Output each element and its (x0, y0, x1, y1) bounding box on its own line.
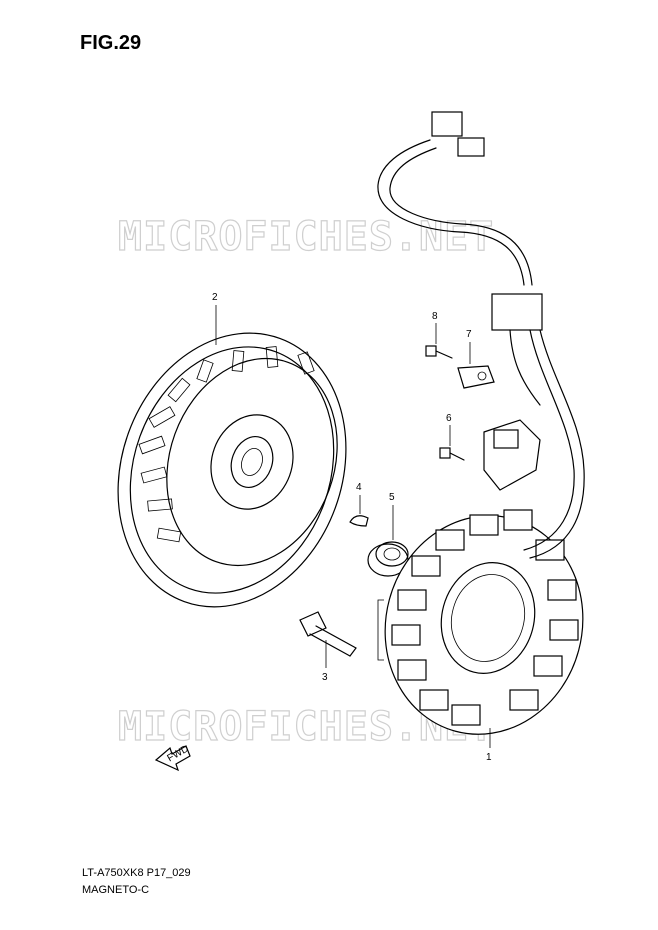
wire-clamp[interactable] (457, 365, 495, 389)
section-label: MAGNETO-C (82, 884, 150, 896)
pickup-screw[interactable] (439, 447, 465, 461)
svg-text:8: 8 (432, 311, 438, 322)
callout-2: 2 (212, 292, 218, 345)
watermark-top: MICROFICHES.NET (118, 214, 494, 260)
callout-1: 1 (486, 728, 492, 763)
callout-5: 5 (389, 492, 395, 540)
stator-assembly[interactable] (361, 493, 607, 756)
svg-text:6: 6 (446, 413, 452, 424)
callout-4: 4 (356, 482, 362, 514)
collar[interactable] (367, 541, 409, 577)
svg-text:3: 3 (322, 672, 328, 683)
callout-6: 6 (446, 413, 452, 446)
callout-3: 3 (322, 640, 328, 683)
bolt[interactable] (299, 611, 357, 657)
svg-text:2: 2 (212, 292, 218, 303)
flywheel-rotor[interactable] (81, 301, 383, 639)
pickup-coil[interactable] (483, 419, 541, 491)
clamp-screw[interactable] (425, 345, 453, 359)
svg-text:1: 1 (486, 752, 492, 763)
callout-7: 7 (466, 329, 472, 364)
svg-text:7: 7 (466, 329, 472, 340)
svg-text:4: 4 (356, 482, 362, 493)
figure-title: FIG.29 (80, 32, 142, 54)
model-code: LT-A750XK8 P17_029 (82, 867, 191, 879)
callout-8: 8 (432, 311, 438, 344)
wire-harness[interactable] (377, 111, 585, 559)
svg-text:5: 5 (389, 492, 395, 503)
woodruff-key[interactable] (349, 515, 369, 527)
